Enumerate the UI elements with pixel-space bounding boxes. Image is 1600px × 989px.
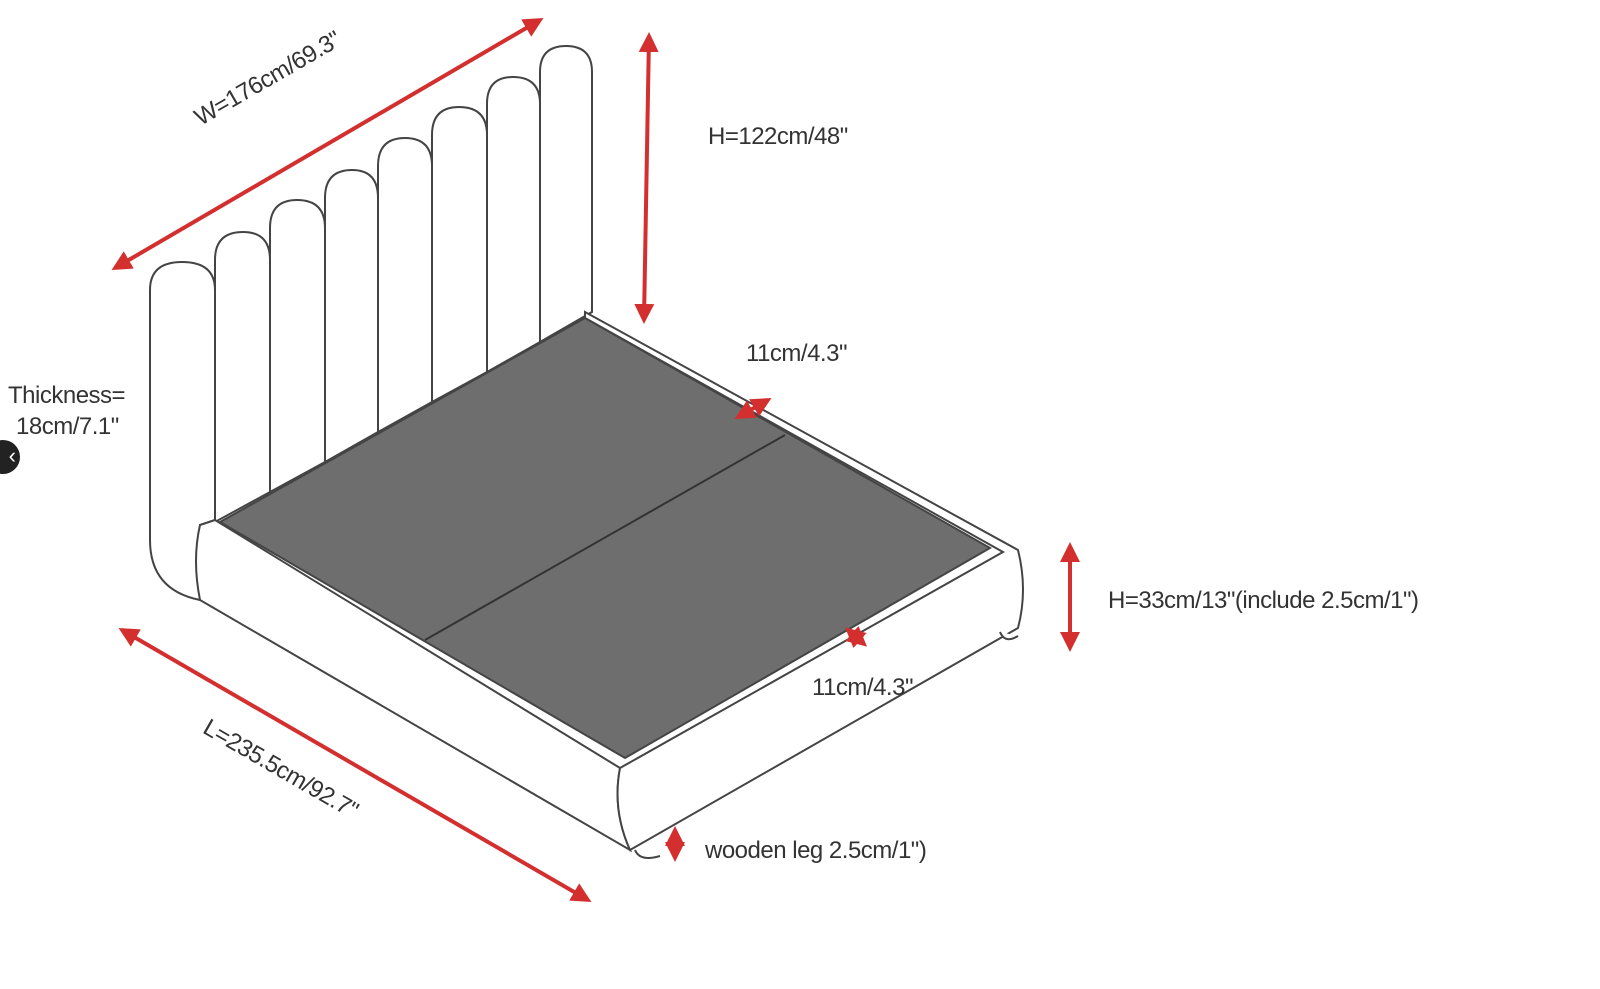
rail-width-top-arrow	[734, 398, 772, 419]
legs	[634, 631, 1019, 859]
leg-label: wooden leg 2.5cm/1")	[705, 837, 927, 864]
rail-width-bottom-label: 11cm/4.3"	[812, 674, 913, 701]
chevron-left-icon: ‹	[8, 443, 16, 468]
headboard-height-arrow	[634, 32, 659, 324]
width-arrow	[111, 17, 544, 271]
rail-width-bottom-arrow	[844, 625, 868, 649]
headboard-height-label: H=122cm/48"	[708, 123, 848, 150]
previous-image-button[interactable]: ‹	[0, 440, 20, 474]
thickness-label-line1: Thickness=	[8, 382, 126, 409]
rail-width-top-label: 11cm/4.3"	[746, 340, 847, 367]
frame-height-label: H=33cm/13"(include 2.5cm/1")	[1108, 587, 1419, 614]
thickness-label-line2: 18cm/7.1"	[16, 413, 119, 440]
length-arrow	[118, 627, 592, 903]
platform-seam	[424, 434, 786, 641]
dimension-arrows	[111, 17, 1080, 903]
